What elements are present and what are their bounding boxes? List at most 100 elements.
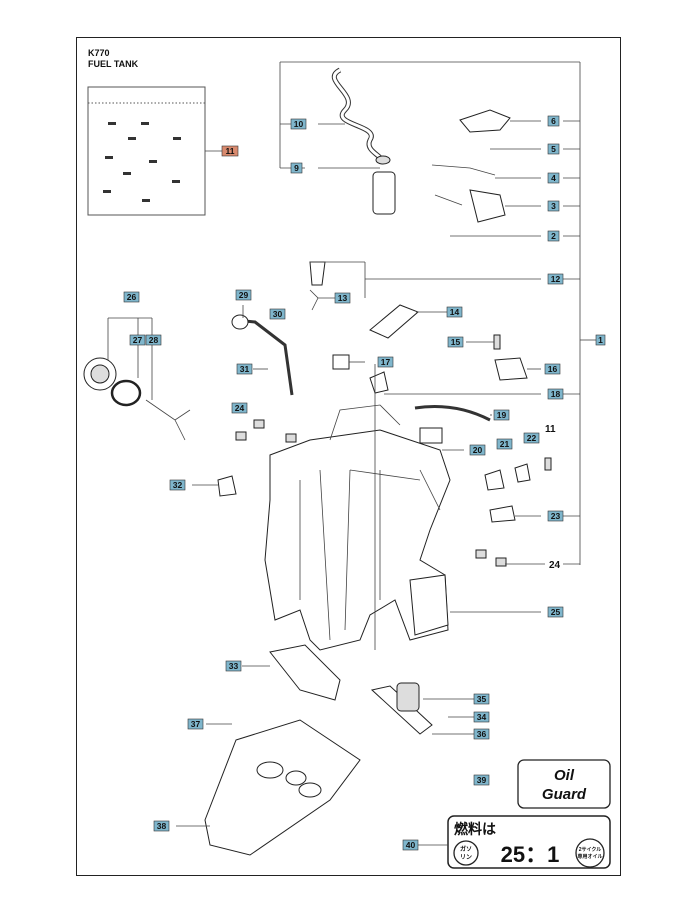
callout-10: 10 bbox=[290, 118, 307, 130]
callout-40: 40 bbox=[402, 839, 419, 851]
fuel-ratio-text: 25：1 bbox=[501, 842, 560, 867]
svg-text:28: 28 bbox=[149, 335, 159, 345]
svg-text:33: 33 bbox=[229, 661, 239, 671]
callout-2: 2 bbox=[547, 230, 560, 242]
callout-6: 6 bbox=[547, 115, 560, 127]
svg-text:5: 5 bbox=[551, 144, 556, 154]
svg-text:21: 21 bbox=[500, 439, 510, 449]
oil-top: 2サイクル bbox=[579, 846, 602, 853]
svg-text:16: 16 bbox=[548, 364, 558, 374]
callout-26: 26 bbox=[123, 291, 140, 303]
callout-33: 33 bbox=[225, 660, 242, 672]
fuel-hose-and-filter bbox=[318, 67, 396, 215]
model-label: K770 bbox=[88, 48, 110, 58]
oil-bottom: 専用オイル bbox=[577, 853, 602, 860]
fuel-label-title: 燃料は bbox=[454, 821, 496, 837]
callout-30: 30 bbox=[269, 308, 286, 320]
callout-12: 12 bbox=[547, 273, 564, 285]
svg-text:6: 6 bbox=[551, 116, 556, 126]
svg-text:4: 4 bbox=[551, 173, 556, 183]
svg-text:39: 39 bbox=[477, 775, 487, 785]
callout-36: 36 bbox=[473, 728, 490, 740]
svg-text:24: 24 bbox=[235, 403, 245, 413]
callout-21: 21 bbox=[496, 438, 513, 450]
callout-5: 5 bbox=[547, 143, 560, 155]
callout-4: 4 bbox=[547, 172, 560, 184]
callout-34: 34 bbox=[473, 711, 490, 723]
callout-3: 3 bbox=[547, 200, 560, 212]
gas-bottom: リン bbox=[460, 854, 472, 861]
callout-11-plain: 11 bbox=[545, 424, 556, 435]
svg-text:35: 35 bbox=[477, 694, 487, 704]
svg-text:29: 29 bbox=[239, 290, 249, 300]
oil-guard-line1: Oil bbox=[554, 767, 575, 784]
svg-text:32: 32 bbox=[173, 480, 183, 490]
callout-13: 13 bbox=[334, 292, 351, 304]
fuel-fitting bbox=[309, 261, 541, 311]
svg-text:17: 17 bbox=[381, 357, 391, 367]
callout-20: 20 bbox=[469, 444, 486, 456]
callout-29: 29 bbox=[235, 289, 252, 301]
gas-top: ガソ bbox=[460, 845, 472, 853]
svg-text:14: 14 bbox=[450, 307, 460, 317]
svg-text:18: 18 bbox=[551, 389, 561, 399]
svg-text:10: 10 bbox=[294, 119, 304, 129]
svg-text:36: 36 bbox=[477, 729, 487, 739]
callout-35: 35 bbox=[473, 693, 490, 705]
callout-9: 9 bbox=[290, 162, 303, 174]
svg-text:2: 2 bbox=[551, 231, 556, 241]
svg-text:20: 20 bbox=[473, 445, 483, 455]
oil-guard-line2: Guard bbox=[542, 786, 587, 803]
callout-17: 17 bbox=[377, 356, 394, 368]
callout-14: 14 bbox=[446, 306, 463, 318]
svg-text:15: 15 bbox=[451, 337, 461, 347]
callout-18: 18 bbox=[547, 388, 564, 400]
callout-1: 1 bbox=[595, 334, 606, 346]
callout-19: 19 bbox=[493, 409, 510, 421]
svg-text:26: 26 bbox=[127, 292, 137, 302]
svg-text:9: 9 bbox=[294, 163, 299, 173]
svg-text:25: 25 bbox=[551, 607, 561, 617]
svg-text:37: 37 bbox=[191, 719, 201, 729]
svg-text:1: 1 bbox=[598, 335, 603, 345]
bracket-parts bbox=[369, 304, 541, 381]
callout-16: 16 bbox=[544, 363, 561, 375]
callout-28: 28 bbox=[145, 334, 162, 346]
callout-39: 39 bbox=[473, 774, 490, 786]
fuel-cap-group bbox=[83, 305, 294, 441]
svg-text:3: 3 bbox=[551, 201, 556, 211]
svg-text:34: 34 bbox=[477, 712, 487, 722]
fuel-tank-body bbox=[264, 404, 451, 651]
callout-24b: 24 bbox=[549, 560, 561, 571]
oil-guard-label: Oil Guard bbox=[517, 759, 611, 809]
diagram-frame bbox=[76, 37, 621, 876]
callout-32: 32 bbox=[169, 479, 186, 491]
callout-24a: 24 bbox=[231, 402, 248, 414]
diagram-title: FUEL TANK bbox=[88, 59, 139, 69]
callout-37: 37 bbox=[187, 718, 204, 730]
fuel-ratio-label: 燃料は ガソ リン 25：1 2サイクル 専用オイル bbox=[418, 815, 611, 869]
svg-text:19: 19 bbox=[497, 410, 507, 420]
callout-25: 25 bbox=[547, 606, 564, 618]
callout-27: 27 bbox=[129, 334, 146, 346]
callout-22: 22 bbox=[523, 432, 540, 444]
callout-11-box: 11 bbox=[221, 145, 239, 157]
svg-text:12: 12 bbox=[551, 274, 561, 284]
svg-text:27: 27 bbox=[133, 335, 143, 345]
lower-parts bbox=[176, 364, 474, 856]
svg-text:11: 11 bbox=[226, 146, 235, 156]
svg-text:31: 31 bbox=[240, 364, 250, 374]
screw-kit-box bbox=[87, 86, 222, 216]
callout-23: 23 bbox=[547, 510, 564, 522]
svg-text:13: 13 bbox=[338, 293, 348, 303]
svg-text:38: 38 bbox=[157, 821, 167, 831]
small-parts bbox=[192, 354, 552, 613]
svg-text:40: 40 bbox=[406, 840, 416, 850]
callout-38: 38 bbox=[153, 820, 170, 832]
diagram-header: K770 FUEL TANK bbox=[88, 48, 138, 70]
svg-text:30: 30 bbox=[273, 309, 283, 319]
callouts: 1 2 3 4 5 6 9 10 11 12 13 14 15 16 17 18… bbox=[123, 115, 606, 851]
assembly-leader-lines bbox=[279, 61, 596, 565]
svg-text:22: 22 bbox=[527, 433, 537, 443]
